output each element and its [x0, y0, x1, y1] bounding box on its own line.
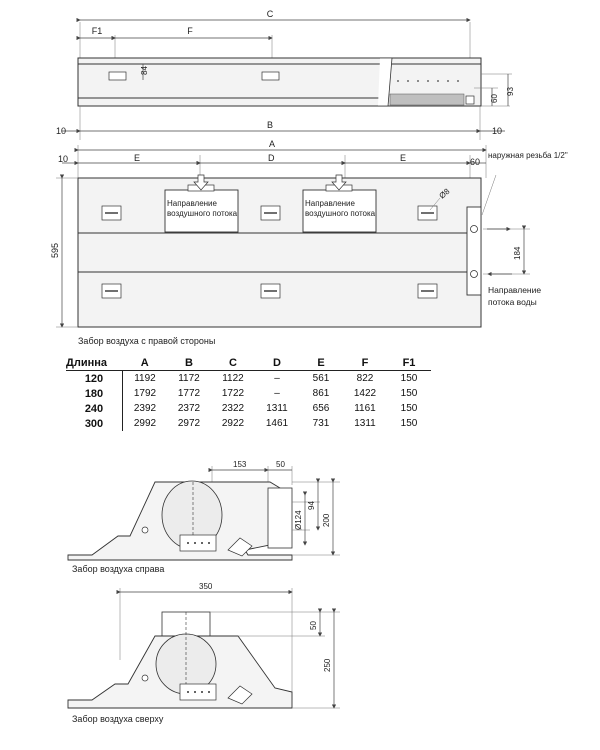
dim-50-right: 50	[276, 460, 285, 469]
dim-E-right: E	[400, 153, 406, 163]
table-cell: 1192	[134, 373, 156, 384]
dim-right-10: 10	[492, 126, 502, 136]
table-cell: 120	[66, 370, 123, 386]
table-header: A	[122, 356, 167, 371]
table-cell: 300	[66, 416, 123, 431]
unit-body-plan	[77, 177, 482, 328]
dim-93: 93	[506, 87, 515, 96]
table-cell: 150	[400, 418, 418, 429]
table-cell: 1422	[353, 388, 377, 399]
dim-200: 200	[322, 513, 331, 527]
dim-D: D	[268, 153, 275, 163]
dim-184: 184	[513, 246, 522, 260]
table-cell: 1122	[222, 373, 244, 384]
table-cell: 1172	[178, 373, 200, 384]
table-cell: 150	[400, 373, 418, 384]
dim-F1: F1	[92, 26, 103, 36]
dim-left-10: 10	[56, 126, 66, 136]
airflow-arrow-icon	[193, 174, 209, 191]
airflow-label-left: Направление воздушного потока	[167, 199, 238, 218]
table-header-row: Длинна A B C D E F F1	[66, 356, 431, 371]
table-cell: 150	[400, 388, 418, 399]
airflow-box-left	[164, 189, 239, 233]
dim-E-10: 10	[58, 154, 68, 164]
table-cell: 656	[312, 403, 330, 414]
table-cell: 822	[356, 373, 374, 384]
airflow-box-right	[302, 189, 377, 233]
table-cell: –	[274, 373, 280, 384]
table-header: C	[211, 356, 255, 371]
table-cell: 1311	[266, 403, 288, 414]
table-cell: –	[274, 388, 280, 399]
table-header: E	[299, 356, 343, 371]
table-cell: 2372	[177, 403, 201, 414]
table-row: 300 2992 2972 2922 1461 731 1311 150	[66, 416, 431, 431]
table-header: Длинна	[66, 356, 123, 371]
plan-caption: Забор воздуха с правой стороны	[78, 336, 215, 346]
table-cell: 2322	[221, 403, 245, 414]
dim-153: 153	[233, 460, 247, 469]
section-intake-top: 350 50 250 Забор воздуха сверху	[67, 582, 340, 724]
table-cell: 2922	[221, 418, 245, 429]
table-row: 120 1192 1172 1122 – 561 822 150	[66, 370, 431, 386]
table-cell: 1311	[354, 418, 376, 429]
table-cell: 1772	[177, 388, 201, 399]
thread-label: наружная резьба 1/2"	[488, 151, 568, 160]
table-cell: 2972	[177, 418, 201, 429]
dim-F: F	[187, 26, 193, 36]
table-header: D	[255, 356, 299, 371]
table-cell: 561	[312, 373, 330, 384]
table-cell: 2992	[133, 418, 157, 429]
dim-A: A	[269, 139, 275, 149]
table-cell: 240	[66, 401, 123, 416]
table-header: B	[167, 356, 211, 371]
table-cell: 1161	[354, 403, 376, 414]
dim-E-left: E	[134, 153, 140, 163]
plan-view: A 10 E D E 60 Ø8	[50, 139, 568, 346]
dim-50-top: 50	[309, 621, 318, 630]
section-top-caption: Забор воздуха сверху	[72, 714, 164, 724]
table-cell: 731	[312, 418, 330, 429]
table-cell: 2392	[133, 403, 157, 414]
elevation-view: C F1 F 84 60 93 10	[56, 9, 515, 140]
table-cell: 180	[66, 386, 123, 401]
dim-350: 350	[199, 582, 213, 591]
water-connection-block	[466, 206, 482, 296]
table-header: F1	[387, 356, 431, 371]
intake-grille	[389, 93, 465, 106]
dim-B: B	[267, 120, 273, 130]
table-cell: 1792	[133, 388, 157, 399]
dimension-table: Длинна A B C D E F F1 120 1192 1172 1122…	[66, 356, 431, 431]
table-cell: 150	[400, 403, 418, 414]
table-cell: 1461	[265, 418, 289, 429]
table-cell: 861	[312, 388, 330, 399]
water-flow-label: Направление потока воды	[488, 285, 542, 307]
table-header: F	[343, 356, 387, 371]
section-right-caption: Забор воздуха справа	[72, 564, 164, 574]
dim-250: 250	[323, 658, 332, 672]
spigot-right	[267, 487, 293, 549]
table-cell: 1722	[221, 388, 245, 399]
dim-94: 94	[307, 501, 316, 510]
dim-d124: Ø124	[294, 510, 303, 530]
section-intake-right: 153 50 Ø124 94 200 Забор воздуха справа	[67, 460, 340, 574]
airflow-arrow-icon	[331, 174, 347, 191]
airflow-label-right: Направление воздушного потока	[305, 199, 376, 218]
dim-84: 84	[140, 66, 149, 75]
dim-60-plan: 60	[470, 157, 480, 167]
table-row: 240 2392 2372 2322 1311 656 1161 150	[66, 401, 431, 416]
dim-60: 60	[490, 94, 499, 103]
table-row: 180 1792 1772 1722 – 861 1422 150	[66, 386, 431, 401]
dim-595: 595	[50, 243, 60, 258]
dim-C: C	[267, 9, 274, 19]
